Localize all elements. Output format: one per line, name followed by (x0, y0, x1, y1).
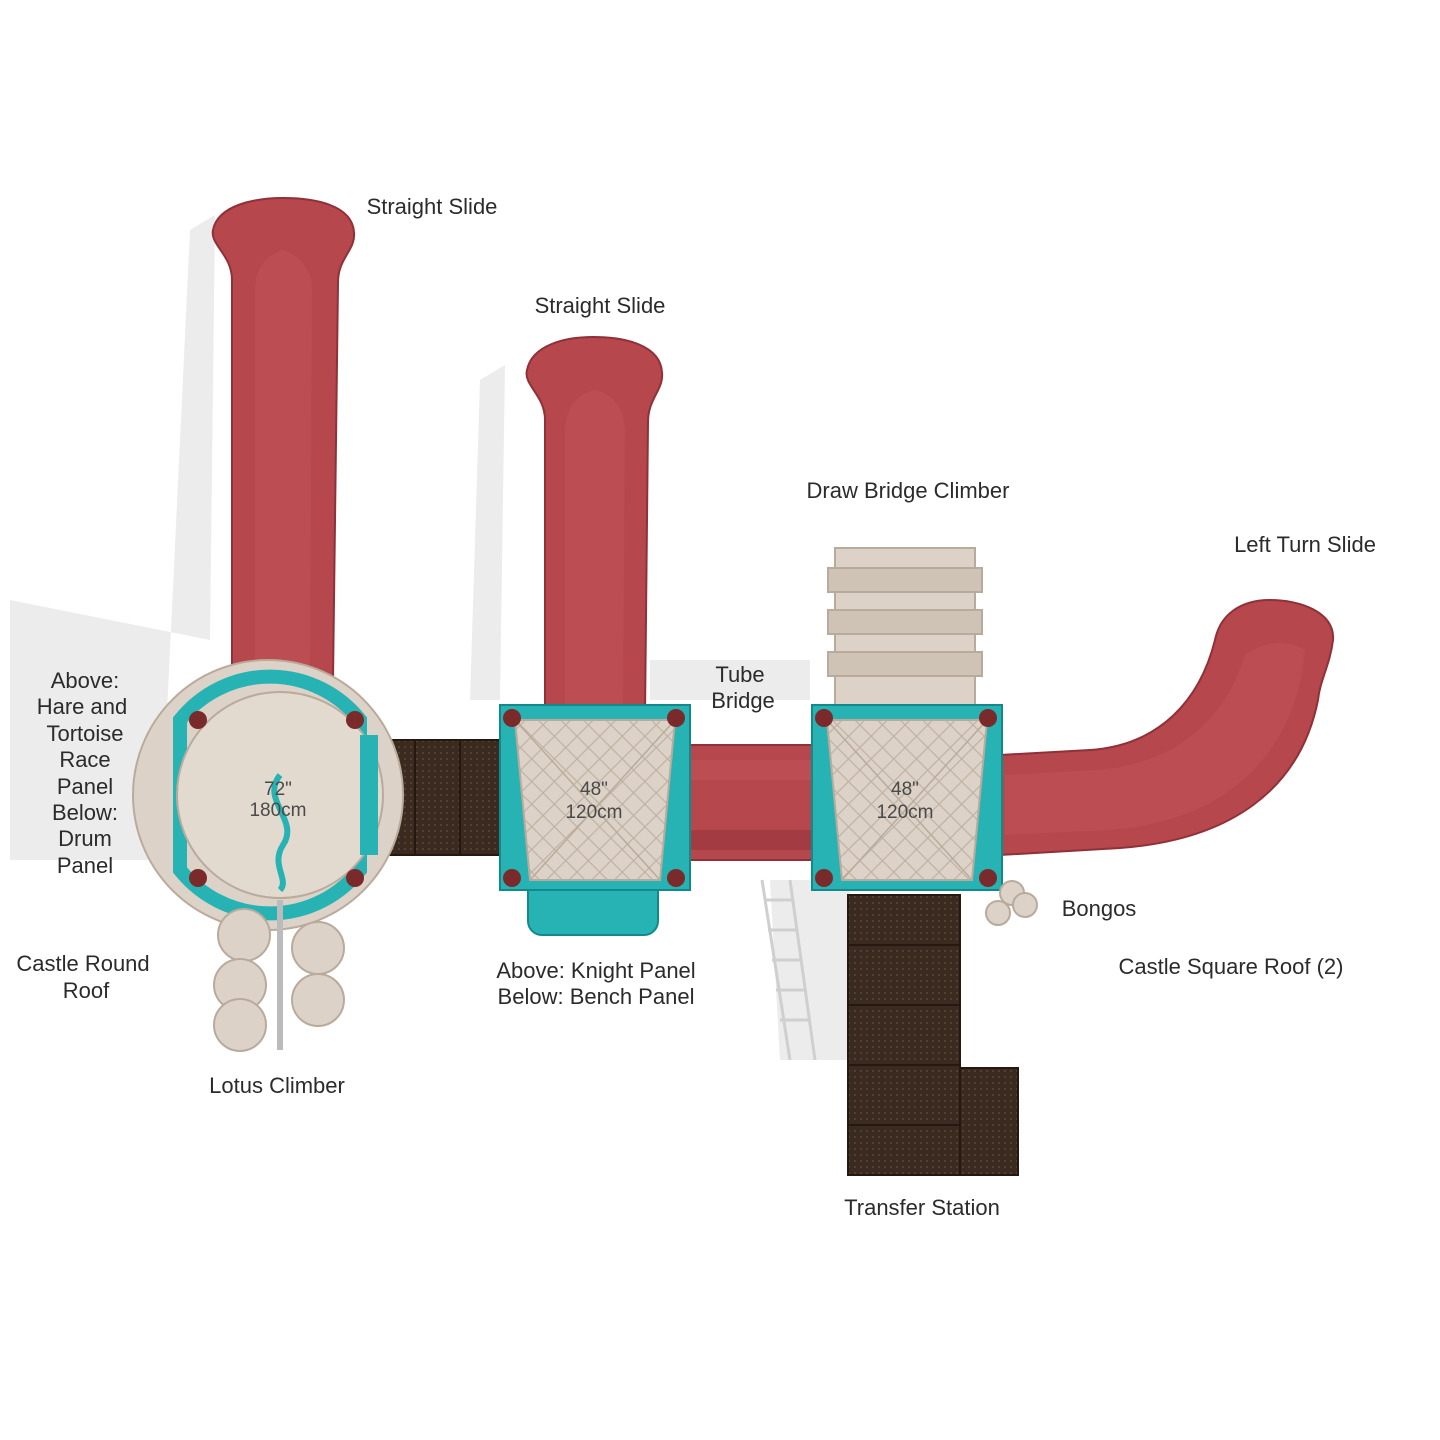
label-castle-round-roof-line-2: Roof (63, 978, 110, 1003)
straight-slide-left (211, 196, 356, 681)
dimension-square-deck-2-cm: 120cm (876, 802, 933, 823)
label-bongos: Bongos (1062, 896, 1137, 921)
left-turn-slide (999, 598, 1335, 857)
transfer-station (847, 894, 1019, 1176)
label-castle-square-roof: Castle Square Roof (2) (1119, 954, 1344, 979)
square-deck-1 (499, 704, 691, 936)
label-tube-bridge-line-1: Tube (715, 662, 764, 687)
label-hare-panel-line-3: Tortoise (46, 721, 123, 746)
tube-bridge (687, 744, 814, 861)
label-hare-panel-line-7: Drum (58, 826, 112, 851)
shadows (10, 215, 850, 1060)
dimension-square-deck-1-cm: 120cm (565, 802, 622, 823)
draw-bridge-climber (827, 547, 983, 709)
label-hare-panel-line-8: Panel (57, 853, 113, 878)
label-hare-panel-line-2: Hare and (37, 694, 128, 719)
label-transfer-station: Transfer Station (844, 1195, 1000, 1220)
round-deck (132, 659, 404, 931)
label-straight-slide-left: Straight Slide (367, 194, 498, 219)
lotus-climber (213, 900, 345, 1052)
label-tube-bridge: Tube Bridge (711, 662, 775, 713)
square-deck-2 (811, 704, 1003, 891)
dimension-square-deck-1: 48" 120cm (565, 779, 622, 823)
dimension-square-deck-2: 48" 120cm (876, 779, 933, 823)
dimension-round-deck-cm: 180cm (249, 800, 306, 821)
dimension-square-deck-1-inches: 48" (580, 779, 608, 800)
label-hare-panel-line-4: Race (59, 747, 110, 772)
dimension-square-deck-2-inches: 48" (891, 779, 919, 800)
label-draw-bridge-climber: Draw Bridge Climber (807, 478, 1010, 503)
label-straight-slide-middle: Straight Slide (535, 293, 666, 318)
label-hare-panel-line-5: Panel (57, 774, 113, 799)
label-left-turn-slide: Left Turn Slide (1234, 532, 1376, 557)
label-castle-round-roof: Castle Round Roof (16, 951, 149, 1003)
dimension-round-deck-inches: 72" (264, 779, 292, 800)
label-tube-bridge-line-2: Bridge (711, 688, 775, 713)
straight-slide-middle (525, 335, 664, 716)
label-knight-panel-line-2: Below: Bench Panel (498, 984, 695, 1009)
label-castle-round-roof-line-1: Castle Round (16, 951, 149, 976)
ladder (760, 879, 817, 1061)
label-hare-panel-line-6: Below: (52, 800, 118, 825)
label-hare-panel-line-1: Above: (51, 668, 120, 693)
label-hare-panel: Above: Hare and Tortoise Race Panel Belo… (37, 668, 128, 878)
label-lotus-climber: Lotus Climber (209, 1073, 345, 1098)
bongos (985, 880, 1038, 926)
dimension-round-deck: 72" 180cm (249, 779, 306, 821)
label-knight-panel: Above: Knight Panel Below: Bench Panel (496, 958, 695, 1009)
label-knight-panel-line-1: Above: Knight Panel (496, 958, 695, 983)
